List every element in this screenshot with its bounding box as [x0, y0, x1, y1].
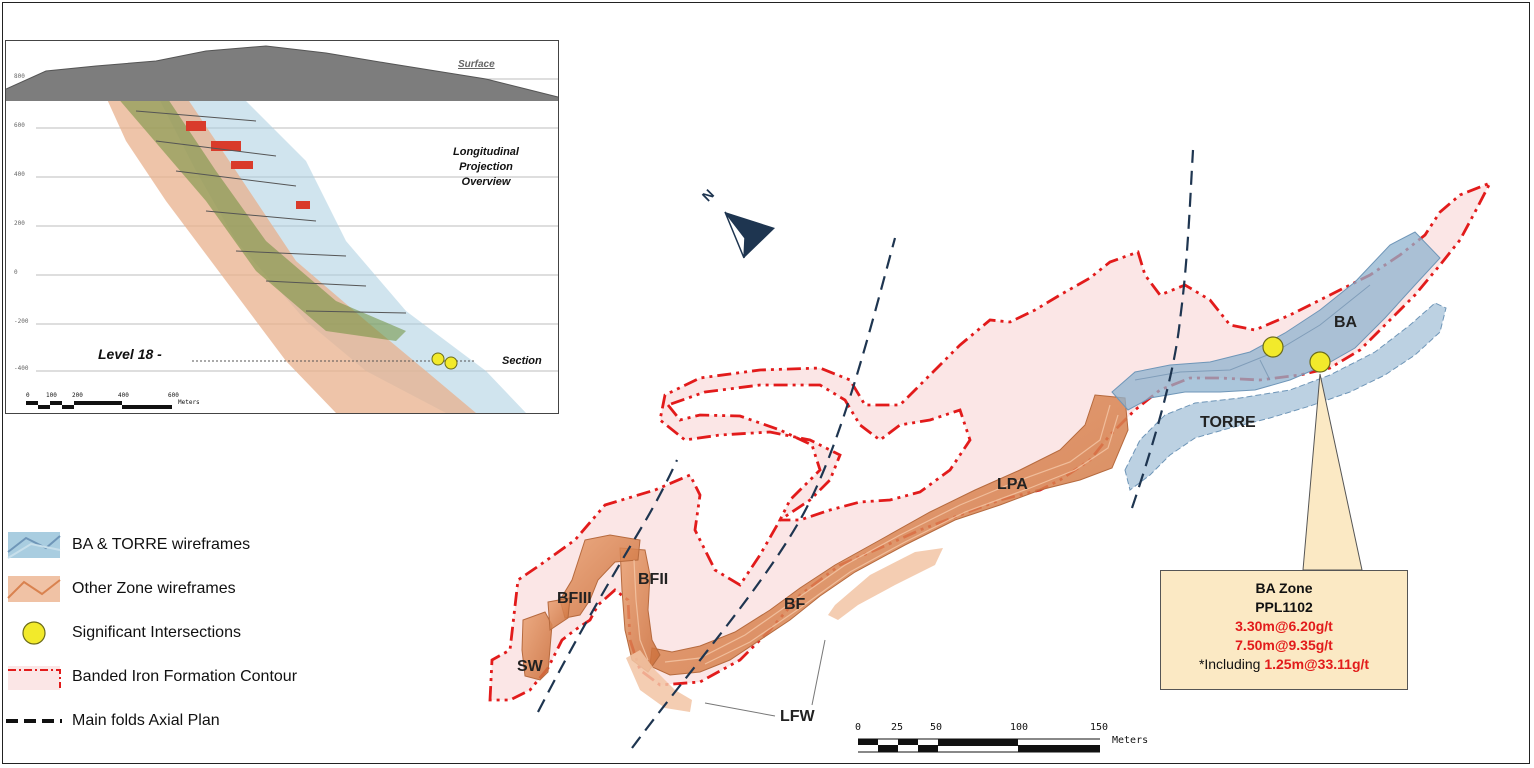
ba-torre-wireframes: [1111, 231, 1447, 491]
callout-including-line: *Including 1.25m@33.11g/t: [1161, 655, 1407, 674]
intersection-marker: [1262, 336, 1284, 358]
legend-swatch-dashed: [6, 706, 62, 736]
legend-label: Banded Iron Formation Contour: [72, 668, 298, 685]
zone-label-bf: BF: [784, 596, 806, 613]
inset-intersection-marker: [444, 356, 458, 370]
inset-title-line-2: Projection: [459, 161, 513, 173]
main-folds-axial-plan: [537, 149, 1195, 749]
inset-scale-unit: Meters: [178, 399, 200, 406]
legend-swatch-blue: [6, 530, 62, 560]
ba-hatching: [1134, 284, 1371, 381]
longitudinal-projection-inset: 800 600 400 200 0 -200 -400 Surface Long…: [5, 40, 559, 414]
north-label: N: [699, 186, 717, 204]
ba-zone-callout: BA Zone PPL1102 3.30m@6.20g/t 7.50m@9.35…: [1160, 570, 1408, 690]
other-zone-wireframes: [521, 394, 1129, 712]
map-scale-bar: [858, 738, 1100, 753]
inset-y-tick: -400: [14, 365, 29, 372]
legend-label: Other Zone wireframes: [72, 580, 236, 597]
legend-swatch-bif: [6, 662, 62, 692]
inset-y-tick: 400: [14, 171, 25, 178]
callout-hole: PPL1102: [1255, 599, 1313, 615]
inset-scale-tick: 600: [168, 392, 179, 399]
scale-unit: Meters: [1112, 735, 1149, 746]
inset-title: Longitudinal Projection Overview: [426, 145, 546, 190]
scale-tick-0: 0: [855, 722, 862, 733]
legend-label: BA & TORRE wireframes: [72, 536, 251, 553]
legend-item-ba-torre: BA & TORRE wireframes: [6, 530, 250, 560]
legend-item-intersections: Significant Intersections: [6, 618, 241, 648]
zone-label-ba: BA: [1334, 314, 1358, 331]
legend-swatch-circle: [6, 618, 62, 648]
inset-surface-label: Surface: [458, 59, 495, 70]
callout-result-3: 1.25m@33.11g/t: [1264, 656, 1370, 672]
callout-result-1: 3.30m@6.20g/t: [1235, 618, 1333, 634]
inset-scale-tick: 100: [46, 392, 57, 399]
zone-label-torre: TORRE: [1200, 414, 1256, 431]
inset-title-line-3: Overview: [461, 176, 511, 188]
scale-tick-150: 150: [1090, 722, 1109, 733]
legend-swatch-orange: [6, 574, 62, 604]
inset-y-tick: 200: [14, 220, 25, 227]
legend-item-axial-plan: Main folds Axial Plan: [6, 706, 220, 736]
inset-scale-tick: 200: [72, 392, 83, 399]
inset-title-line-1: Longitudinal: [453, 146, 519, 158]
inset-intersection-marker: [431, 352, 445, 366]
callout-result-2: 7.50m@9.35g/t: [1235, 637, 1333, 653]
inset-projection: [6, 45, 558, 413]
scale-tick-100: 100: [1010, 722, 1029, 733]
inset-y-tick: 600: [14, 122, 25, 129]
zone-label-lfw: LFW: [780, 708, 815, 725]
legend-item-other-zone: Other Zone wireframes: [6, 574, 236, 604]
zone-label-bfii: BFII: [638, 571, 669, 588]
callout-title: BA Zone: [1255, 580, 1313, 596]
zone-label-lpa: LPA: [997, 476, 1028, 493]
inset-scale-tick: 400: [118, 392, 129, 399]
inset-y-tick: -200: [14, 318, 29, 325]
inset-y-tick: 800: [14, 73, 25, 80]
intersection-marker: [1309, 351, 1331, 373]
north-arrow-icon: N: [699, 186, 775, 259]
legend-label: Main folds Axial Plan: [72, 712, 220, 729]
scale-tick-50: 50: [930, 722, 943, 733]
inset-level-label: Level 18 -: [98, 346, 162, 362]
scale-tick-25: 25: [891, 722, 904, 733]
wireframe-hatching: [633, 404, 1119, 665]
zone-label-sw: SW: [517, 658, 543, 675]
callout-including-prefix: *Including: [1198, 656, 1265, 672]
inset-section-label: Section: [502, 355, 542, 367]
lfw-leaders: [704, 639, 826, 717]
inset-y-tick: 0: [14, 269, 18, 276]
zone-label-bfiii: BFIII: [557, 590, 592, 607]
legend-item-bif-contour: Banded Iron Formation Contour: [6, 662, 297, 692]
inset-scale-tick: 0: [26, 392, 30, 399]
legend-label: Significant Intersections: [72, 624, 241, 641]
